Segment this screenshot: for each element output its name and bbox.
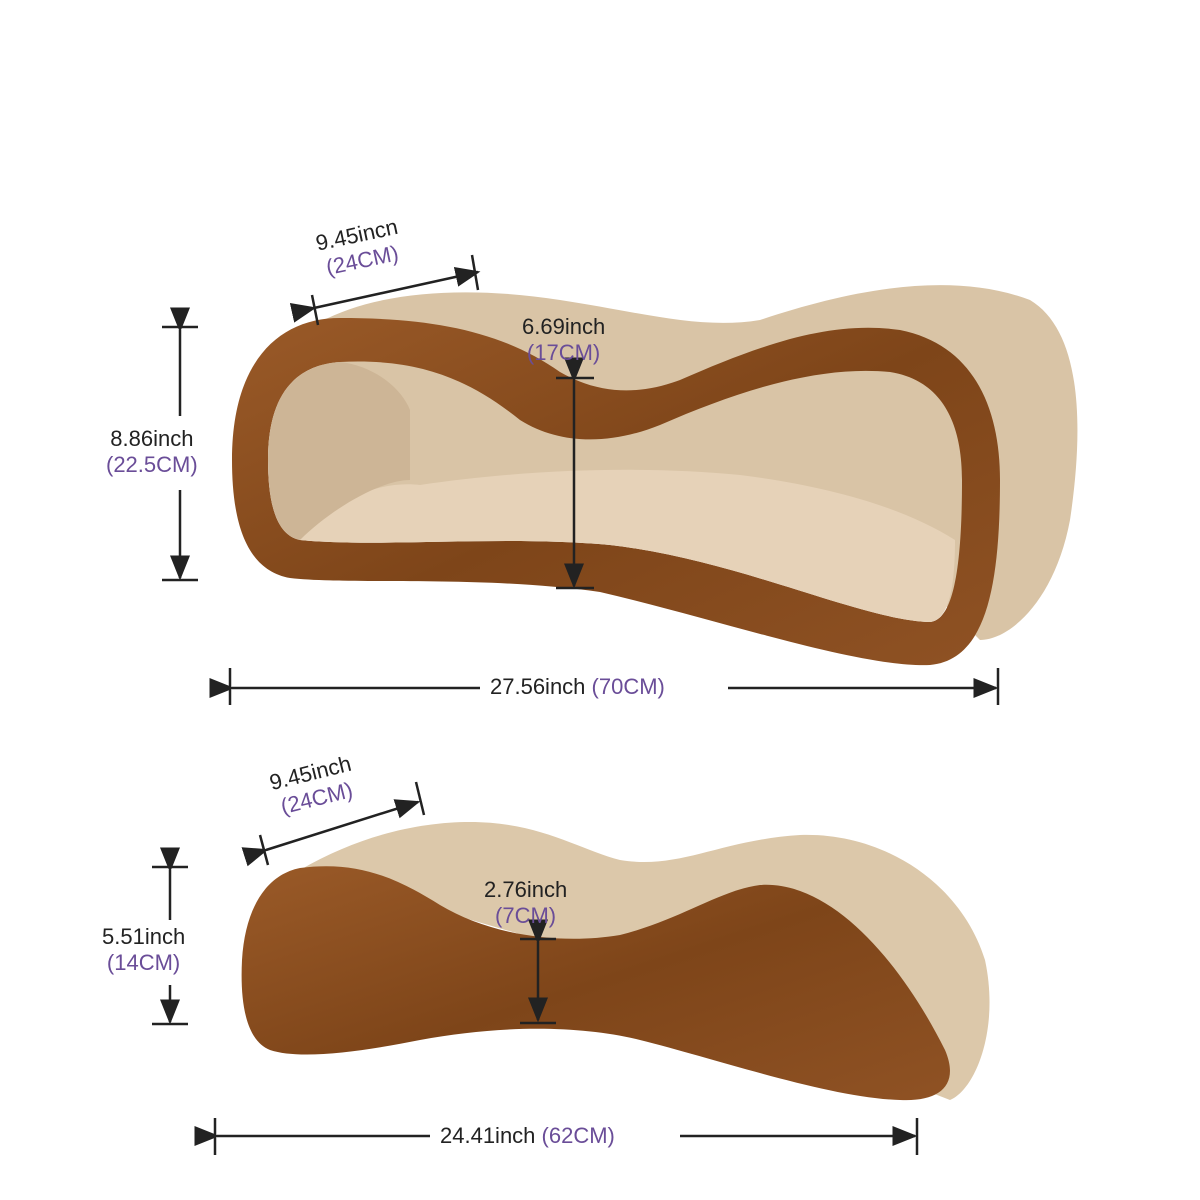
small-height-label: 5.51inch (14CM) — [102, 924, 185, 976]
large-length-cm: (70CM) — [591, 674, 665, 699]
small-length-cm: (62CM) — [541, 1123, 615, 1148]
dimension-lines — [152, 254, 1000, 1155]
large-length-label: 27.56inch (70CM) — [490, 674, 665, 700]
small-center-height-cm: (7CM) — [495, 903, 557, 928]
small-wood-front — [241, 866, 950, 1101]
large-inner-floor — [300, 469, 955, 622]
small-scratcher — [241, 822, 990, 1101]
large-wood-ring — [232, 318, 1000, 666]
large-inner-height-inch: 6.69inch — [522, 314, 606, 339]
large-inner-height-label: 6.69inch (17CM) — [522, 314, 605, 366]
large-height-cm: (22.5CM) — [106, 452, 198, 477]
large-height-label: 8.86inch (22.5CM) — [106, 426, 198, 478]
large-scratcher — [232, 285, 1078, 666]
large-height-inch: 8.86inch — [110, 426, 194, 451]
large-inner-height-cm: (17CM) — [526, 340, 601, 365]
small-height-inch: 5.51inch — [102, 924, 186, 949]
large-length-inch: 27.56inch — [490, 674, 586, 699]
small-height-cm: (14CM) — [106, 950, 181, 975]
small-center-height-inch: 2.76inch — [484, 877, 568, 902]
large-inner-back — [268, 362, 410, 540]
small-center-height-label: 2.76inch (7CM) — [484, 877, 567, 929]
small-length-inch: 24.41inch — [440, 1123, 536, 1148]
small-length-label: 24.41inch (62CM) — [440, 1123, 615, 1149]
